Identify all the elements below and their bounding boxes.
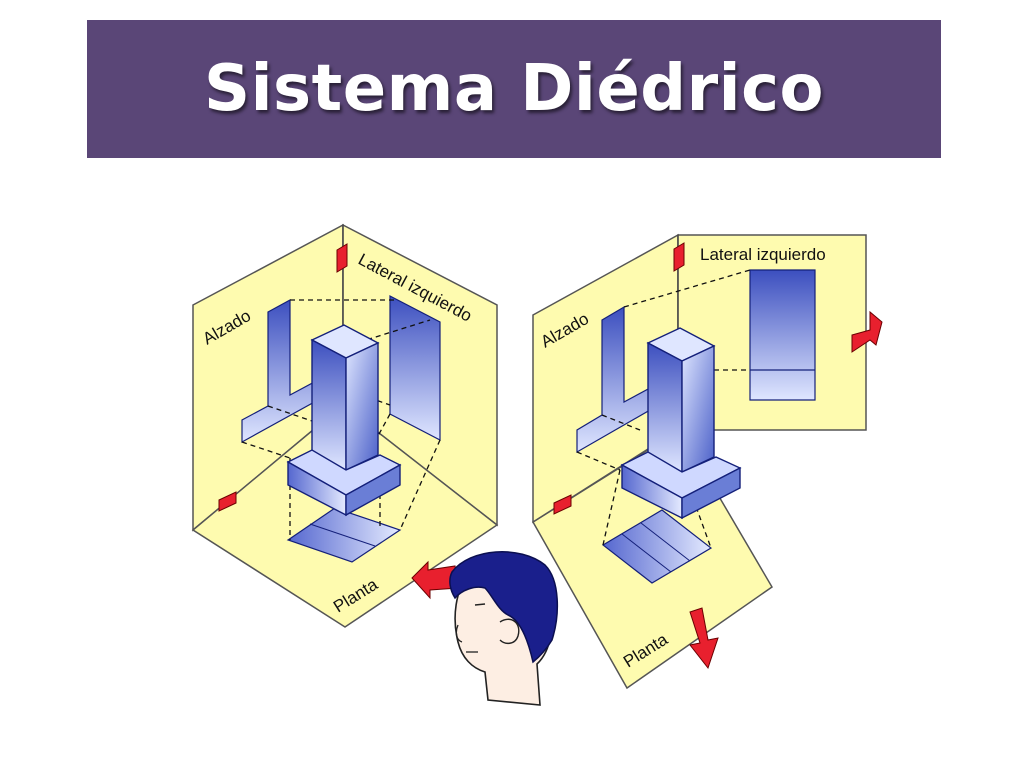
right-label-lateral: Lateral izquierdo [700,245,826,264]
left-solid-front-face [311,338,347,472]
rotation-arrow-icon [851,310,883,353]
left-solid-side-face [345,341,379,472]
left-solid-base-side [345,463,401,517]
right-solid-front-face [647,341,683,474]
right-solid-side-face [681,344,715,474]
right-solid-base-side [681,466,741,520]
right-projection: Alzado Lateral izquierdo Planta [531,233,883,690]
right-marker-left [553,494,572,515]
page-title: Sistema Diédrico [204,52,824,126]
left-proj-side [389,295,441,441]
right-proj-side [749,269,816,401]
right-proj-top [601,509,713,584]
left-marker-top [336,243,348,273]
rotation-arrow-down-icon [689,607,719,670]
right-marker-top [673,242,685,272]
title-bar: Sistema Diédrico [87,20,941,158]
left-marker-left [218,491,237,512]
left-projection: Alzado Lateral izquierdo Planta [191,223,499,628]
observer-head-icon [449,551,559,706]
